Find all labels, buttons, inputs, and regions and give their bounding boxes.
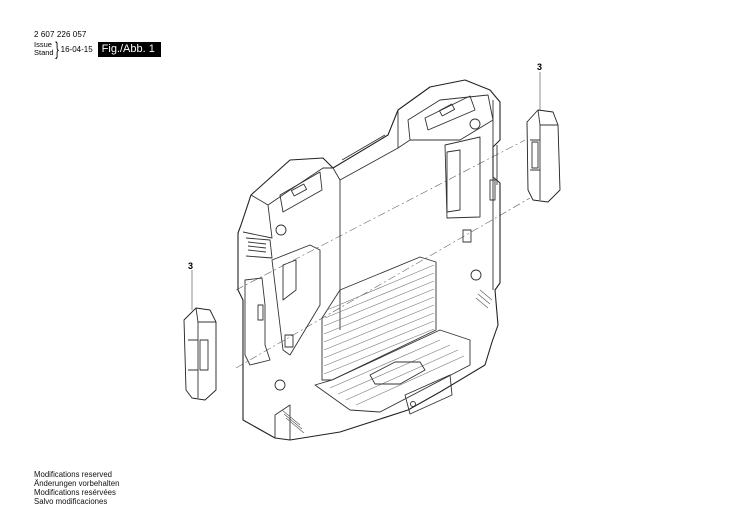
issue-labels: Issue Stand [34,41,54,57]
issue-date: 16-04-15 [60,44,93,54]
issue-row: Issue Stand } 16-04-15 Fig./Abb. 1 [34,39,161,59]
back-plate-ribs [323,264,435,375]
callout-part-3-left: 3 [188,261,194,271]
footer-line-de: Änderungen vorbehalten [34,479,120,488]
footer-line-fr: Modifications resérvées [34,488,116,497]
side-clip-left [183,270,217,401]
part-number: 2 607 226 057 [34,30,87,39]
footer-line-es: Salvo modificaciones [34,497,108,506]
issue-label: Issue [34,40,52,49]
floor-ribs [329,339,465,406]
callout-part-3-right: 3 [537,62,543,72]
footer-line-en: Modifications reserved [34,470,113,479]
charger-housing [237,79,501,441]
side-clip-right [526,72,561,203]
brace-glyph: } [54,39,59,59]
document-header: 2 607 226 057 Issue Stand } 16-04-15 Fig… [34,30,161,59]
modifications-notice: Modifications reserved Änderungen vorbeh… [34,470,119,506]
stand-label: Stand [34,48,54,57]
figure-label: Fig./Abb. 1 [97,41,161,57]
